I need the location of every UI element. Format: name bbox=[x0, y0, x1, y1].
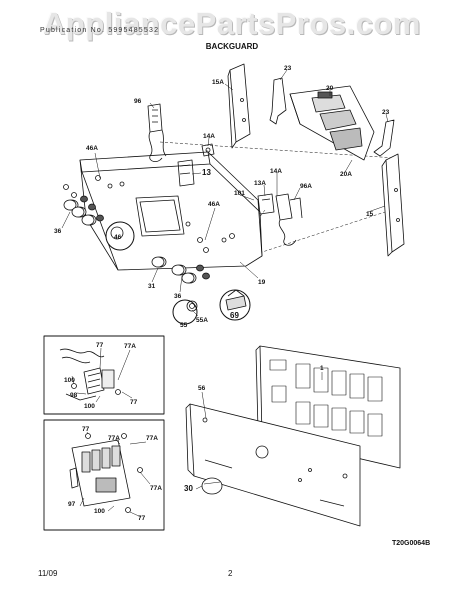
watermark-logo: AppliancePartsPros.com bbox=[43, 6, 421, 41]
callout-77A: 77A bbox=[124, 343, 136, 350]
callout-46: 46 bbox=[114, 234, 122, 241]
publication-number: Publication No. 5995485532 bbox=[40, 27, 160, 34]
callout-23: 23 bbox=[382, 109, 390, 116]
plug-30 bbox=[201, 477, 223, 495]
callout-19: 19 bbox=[258, 279, 266, 286]
left-knobs bbox=[63, 184, 135, 251]
callout-13A: 13A bbox=[254, 180, 266, 187]
callout-96: 96 bbox=[134, 98, 142, 105]
callout-36: 36 bbox=[174, 293, 182, 300]
diagram-code: T20G0064B bbox=[392, 540, 431, 547]
callout-46A: 46A bbox=[86, 145, 98, 152]
callout-77: 77 bbox=[96, 342, 104, 349]
rear-shield-56 bbox=[185, 403, 361, 527]
relay-and-harness-96A bbox=[257, 193, 303, 246]
callout-77: 77 bbox=[130, 399, 138, 406]
brackets-23 bbox=[269, 77, 395, 157]
inset-board-detail bbox=[69, 433, 143, 513]
callout-13: 13 bbox=[202, 168, 211, 177]
ignition-switch-parts bbox=[172, 289, 251, 325]
callout-55: 55 bbox=[180, 322, 188, 329]
callout-69: 69 bbox=[230, 311, 239, 320]
leader-lines bbox=[61, 69, 389, 518]
callout-100: 100 bbox=[64, 377, 75, 384]
callout-101: 101 bbox=[234, 190, 245, 197]
callout-97: 97 bbox=[68, 501, 76, 508]
callout-23: 23 bbox=[284, 65, 292, 72]
callout-15A: 15A bbox=[212, 79, 224, 86]
thermostat-14A bbox=[201, 143, 215, 157]
inset-box-harness bbox=[43, 335, 165, 415]
callout-labels: 96 15A 23 20 23 14A 46A 13 14A 13A 101 9… bbox=[54, 65, 390, 522]
callout-77A: 77A bbox=[150, 485, 162, 492]
callout-1: 1 bbox=[320, 365, 324, 372]
control-board-20 bbox=[289, 85, 375, 161]
callout-46A: 46A bbox=[208, 201, 220, 208]
callout-14A: 14A bbox=[270, 168, 282, 175]
section-title: BACKGUARD bbox=[205, 42, 259, 51]
callout-77: 77 bbox=[138, 515, 146, 522]
callout-30: 30 bbox=[184, 484, 193, 493]
callout-77A: 77A bbox=[146, 435, 158, 442]
callout-100: 100 bbox=[84, 403, 95, 410]
inset-box-board bbox=[43, 419, 165, 531]
callout-56: 56 bbox=[198, 385, 206, 392]
callout-14A: 14A bbox=[203, 133, 215, 140]
callout-96A: 96A bbox=[300, 183, 312, 190]
footer-page-number: 2 bbox=[228, 569, 233, 578]
callout-98: 98 bbox=[70, 392, 78, 399]
callout-100: 100 bbox=[94, 508, 105, 515]
callout-31: 31 bbox=[148, 283, 156, 290]
end-cap-15 bbox=[381, 153, 405, 257]
callout-20: 20 bbox=[326, 85, 334, 92]
switch-bracket-13 bbox=[177, 159, 195, 187]
inset-harness-detail bbox=[59, 348, 121, 401]
callout-36: 36 bbox=[54, 228, 62, 235]
callout-77: 77 bbox=[82, 426, 90, 433]
callout-77A: 77A bbox=[108, 435, 120, 442]
wire-harness-96 bbox=[147, 103, 167, 162]
callout-15: 15 bbox=[366, 211, 374, 218]
control-panel-part-19 bbox=[79, 151, 263, 271]
right-knobs bbox=[151, 237, 210, 284]
end-cap-15A bbox=[227, 63, 251, 149]
footer-date: 11/09 bbox=[38, 569, 58, 578]
callout-20A: 20A bbox=[340, 171, 352, 178]
callout-55A: 55A bbox=[196, 317, 208, 324]
